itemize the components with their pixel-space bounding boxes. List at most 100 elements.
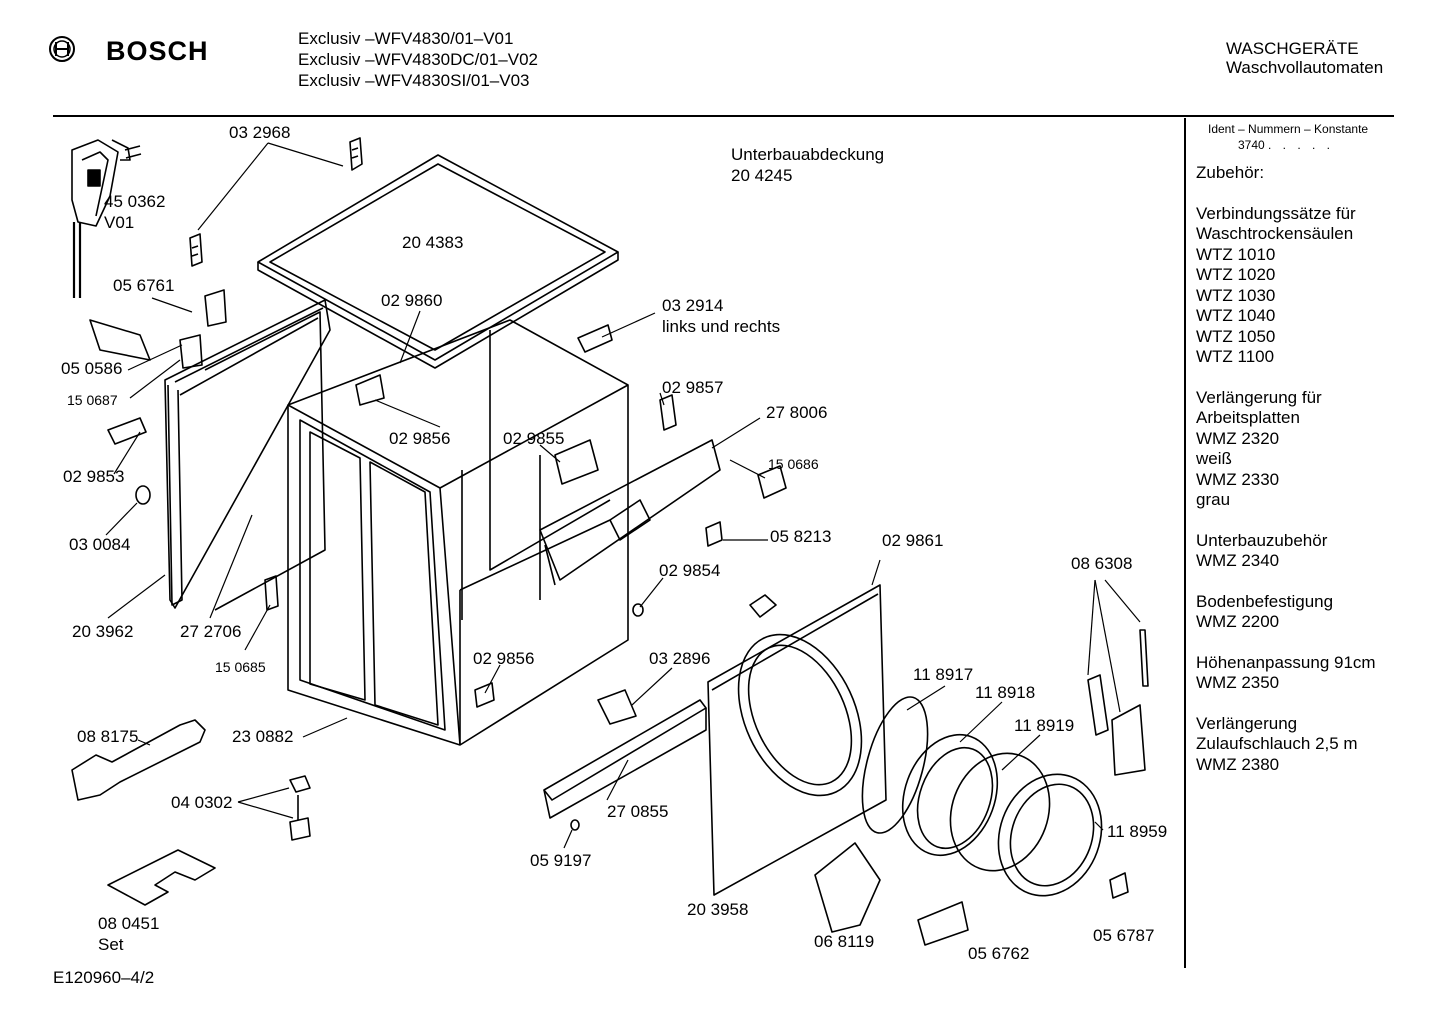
part-label: 02 9855 bbox=[503, 429, 565, 448]
accessory-line: WMZ 2350 bbox=[1196, 673, 1280, 692]
accessory-line: Zubehör: bbox=[1196, 163, 1265, 182]
ident-dots: . . . . . bbox=[1268, 138, 1335, 152]
model-line-1: Exclusiv –WFV4830/01–V01 bbox=[298, 29, 514, 48]
part-label: 27 8006 bbox=[766, 403, 828, 422]
bosch-logo-icon bbox=[49, 36, 75, 62]
mounting-clip-icon bbox=[189, 137, 363, 267]
accessory-line: Verbindungssätze für bbox=[1196, 203, 1356, 223]
part-label: 05 6787 bbox=[1093, 926, 1155, 945]
part-label: 11 8917 bbox=[913, 665, 974, 684]
trim-strip bbox=[543, 699, 707, 819]
sidebar-divider bbox=[1184, 118, 1186, 968]
accessory-line: weiß bbox=[1196, 449, 1232, 468]
part-label: 45 0362 bbox=[104, 192, 166, 211]
door-ring-assembly bbox=[861, 696, 1103, 897]
part-label: Set bbox=[98, 935, 124, 954]
ident-value: 3740 bbox=[1238, 138, 1265, 152]
side-panel bbox=[164, 299, 331, 611]
foot-bolt-icon bbox=[289, 775, 311, 841]
small-parts bbox=[89, 289, 1129, 946]
top-cover-plate bbox=[257, 154, 619, 369]
accessory-line: Waschtrockensäulen bbox=[1196, 224, 1354, 243]
part-label: 27 0855 bbox=[607, 802, 669, 821]
cabinet-housing bbox=[287, 319, 629, 746]
part-label: 08 6308 bbox=[1071, 554, 1133, 573]
accessory-line: WMZ 2200 bbox=[1196, 612, 1280, 631]
part-label: 02 9853 bbox=[63, 467, 125, 486]
category-subtitle: Waschvollautomaten bbox=[1226, 58, 1384, 77]
part-label: 05 6762 bbox=[968, 944, 1030, 963]
part-label: links und rechts bbox=[662, 317, 781, 336]
base-plate-icon bbox=[107, 849, 216, 906]
category-title: WASCHGERÄTE bbox=[1226, 39, 1359, 58]
part-label: 11 8959 bbox=[1107, 822, 1168, 841]
accessory-group: Zubehör: bbox=[1196, 163, 1426, 184]
accessory-line: WTZ 1050 bbox=[1196, 326, 1276, 346]
part-label: 02 9857 bbox=[662, 378, 724, 397]
part-label: 02 9856 bbox=[389, 429, 451, 448]
ident-label: Ident – Nummern – Konstante bbox=[1208, 122, 1369, 136]
accessory-line: WMZ 2320 bbox=[1196, 428, 1280, 448]
part-label: 03 0084 bbox=[69, 535, 131, 554]
part-label: 11 8918 bbox=[975, 683, 1036, 702]
part-label: 15 0687 bbox=[67, 392, 118, 408]
accessory-line: WTZ 1010 bbox=[1196, 244, 1276, 264]
part-label: 05 9197 bbox=[530, 851, 592, 870]
part-label: 05 0586 bbox=[61, 359, 123, 378]
accessory-line: Verlängerung für bbox=[1196, 387, 1322, 407]
part-label: 02 9860 bbox=[381, 291, 443, 310]
part-label: 20 3958 bbox=[687, 900, 749, 919]
front-panel bbox=[707, 584, 887, 896]
model-line-3: Exclusiv –WFV4830SI/01–V03 bbox=[298, 71, 530, 90]
part-label: 08 0451 bbox=[98, 914, 160, 933]
part-label: 11 8919 bbox=[1014, 716, 1075, 735]
part-label: 04 0302 bbox=[171, 793, 233, 812]
accessory-line: Zulaufschlauch 2,5 m bbox=[1196, 734, 1358, 753]
drawing-code: E120960–4/2 bbox=[53, 968, 155, 987]
part-label: 03 2896 bbox=[649, 649, 711, 668]
part-label: 15 0685 bbox=[215, 659, 266, 675]
wrench-icon bbox=[71, 719, 206, 801]
hinge-bracket-icon bbox=[1087, 629, 1149, 776]
part-label: 08 8175 bbox=[77, 727, 139, 746]
part-label: 23 0882 bbox=[232, 727, 294, 746]
model-line-2: Exclusiv –WFV4830DC/01–V02 bbox=[298, 50, 539, 69]
accessory-line: Arbeitsplatten bbox=[1196, 408, 1300, 427]
power-plug-icon bbox=[71, 139, 142, 298]
part-label: 15 0686 bbox=[768, 456, 819, 472]
header-divider bbox=[53, 115, 1394, 117]
control-panel-frame bbox=[539, 439, 721, 586]
part-label: 05 6761 bbox=[113, 276, 175, 295]
part-label: Unterbauabdeckung bbox=[731, 145, 885, 164]
accessory-line: WTZ 1040 bbox=[1196, 306, 1276, 325]
part-label: 05 8213 bbox=[770, 527, 832, 546]
brand-name: BOSCH bbox=[106, 36, 209, 66]
accessory-line: WMZ 2380 bbox=[1196, 754, 1280, 774]
part-label: 03 2914 bbox=[662, 296, 724, 315]
accessory-line: WMZ 2330 bbox=[1196, 469, 1280, 489]
part-label: 02 9856 bbox=[473, 649, 535, 668]
part-label: 20 4245 bbox=[731, 166, 793, 185]
part-label: 02 9854 bbox=[659, 561, 721, 580]
part-label: 20 3962 bbox=[72, 622, 134, 641]
accessory-line: WMZ 2340 bbox=[1196, 551, 1280, 570]
part-label: 03 2968 bbox=[229, 123, 291, 142]
accessory-line: Verlängerung bbox=[1196, 713, 1298, 733]
door-handle-icon bbox=[814, 842, 881, 933]
part-label: 06 8119 bbox=[814, 932, 875, 951]
leader-lines bbox=[105, 142, 1141, 849]
accessory-line: WTZ 1030 bbox=[1196, 285, 1276, 305]
accessory-line: Bodenbefestigung bbox=[1196, 591, 1334, 611]
part-label: 20 4383 bbox=[402, 233, 464, 252]
accessory-line: WTZ 1100 bbox=[1196, 347, 1275, 366]
accessory-line: WTZ 1020 bbox=[1196, 265, 1276, 284]
accessory-line: Höhenanpassung 91cm bbox=[1196, 652, 1376, 672]
